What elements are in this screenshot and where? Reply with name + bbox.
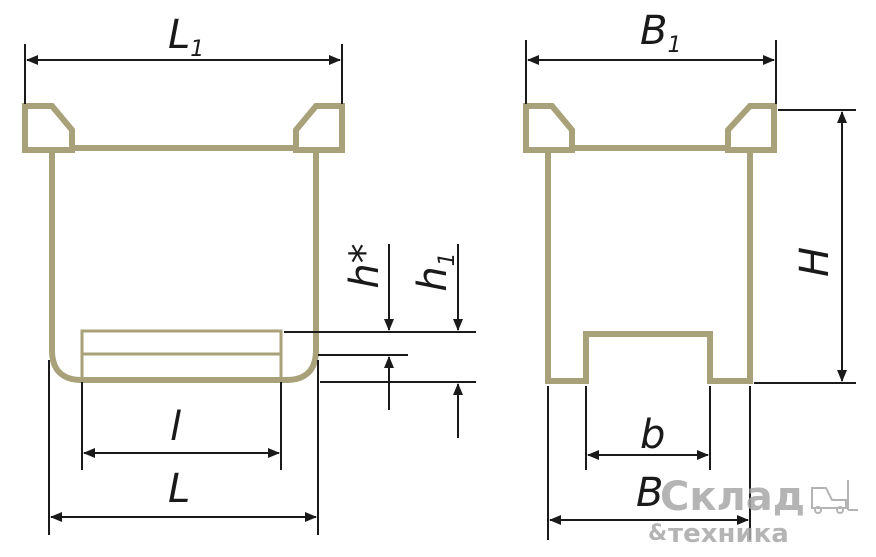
watermark-logo: Склад & техника [648,474,858,549]
box-body [49,150,319,383]
label-h1: h1 [410,252,460,291]
label-L: L [168,466,190,512]
left-corner-hook [523,103,575,153]
label-B: B [636,470,663,516]
label-b: b [640,412,665,458]
length-side-view [22,103,345,383]
forklift-icon [811,480,858,514]
box-body-with-fork-opening [545,150,753,384]
width-dimensions [525,40,856,540]
left-corner-hook [22,103,75,153]
watermark-line1: Склад [660,474,805,520]
label-h-star: h* [342,243,388,288]
width-side-view [523,103,777,384]
watermark-amp: & [648,521,667,546]
label-B1: B1 [640,8,681,58]
label-L1: L1 [168,12,204,62]
label-H: H [792,247,838,277]
length-dimensions [24,44,476,535]
right-corner-hook [725,103,777,153]
label-l: l [170,404,181,450]
right-corner-hook [293,103,345,153]
watermark-line2: техника [668,519,789,549]
